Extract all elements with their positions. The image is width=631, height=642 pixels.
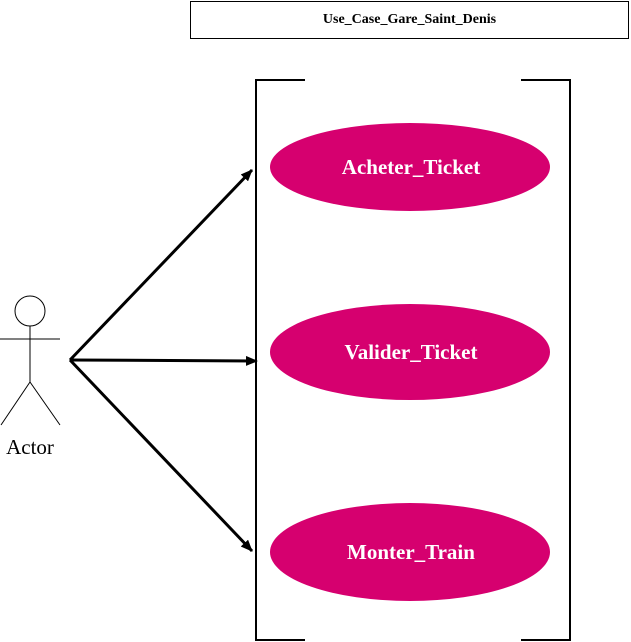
use-case-ellipse	[270, 503, 550, 601]
actor-left-leg	[0, 381, 31, 426]
actor-right-leg	[29, 381, 61, 426]
diagram-title: Use_Case_Gare_Saint_Denis	[190, 1, 629, 39]
use-case-acheter-ticket[interactable]: Acheter_Ticket	[270, 123, 550, 211]
system-boundary-right-bracket	[521, 79, 571, 641]
use-case-valider-ticket[interactable]: Valider_Ticket	[270, 304, 550, 400]
use-case-label: Acheter_Ticket	[342, 155, 480, 179]
actor[interactable]: Actor	[0, 295, 61, 459]
use-case-monter-train[interactable]: Monter_Train	[270, 503, 550, 601]
use-case-ellipse	[270, 123, 550, 211]
use-case-ellipse	[270, 304, 550, 400]
actor-head	[14, 295, 46, 327]
association-arrow-acheter-ticket	[68, 168, 254, 362]
association-arrow-valider-ticket	[69, 355, 258, 366]
associations	[68, 168, 258, 553]
use-case-label: Valider_Ticket	[344, 340, 477, 364]
use-case-label: Monter_Train	[347, 540, 475, 564]
association-arrow-monter-train	[68, 358, 254, 553]
actor-label: Actor	[6, 435, 54, 459]
